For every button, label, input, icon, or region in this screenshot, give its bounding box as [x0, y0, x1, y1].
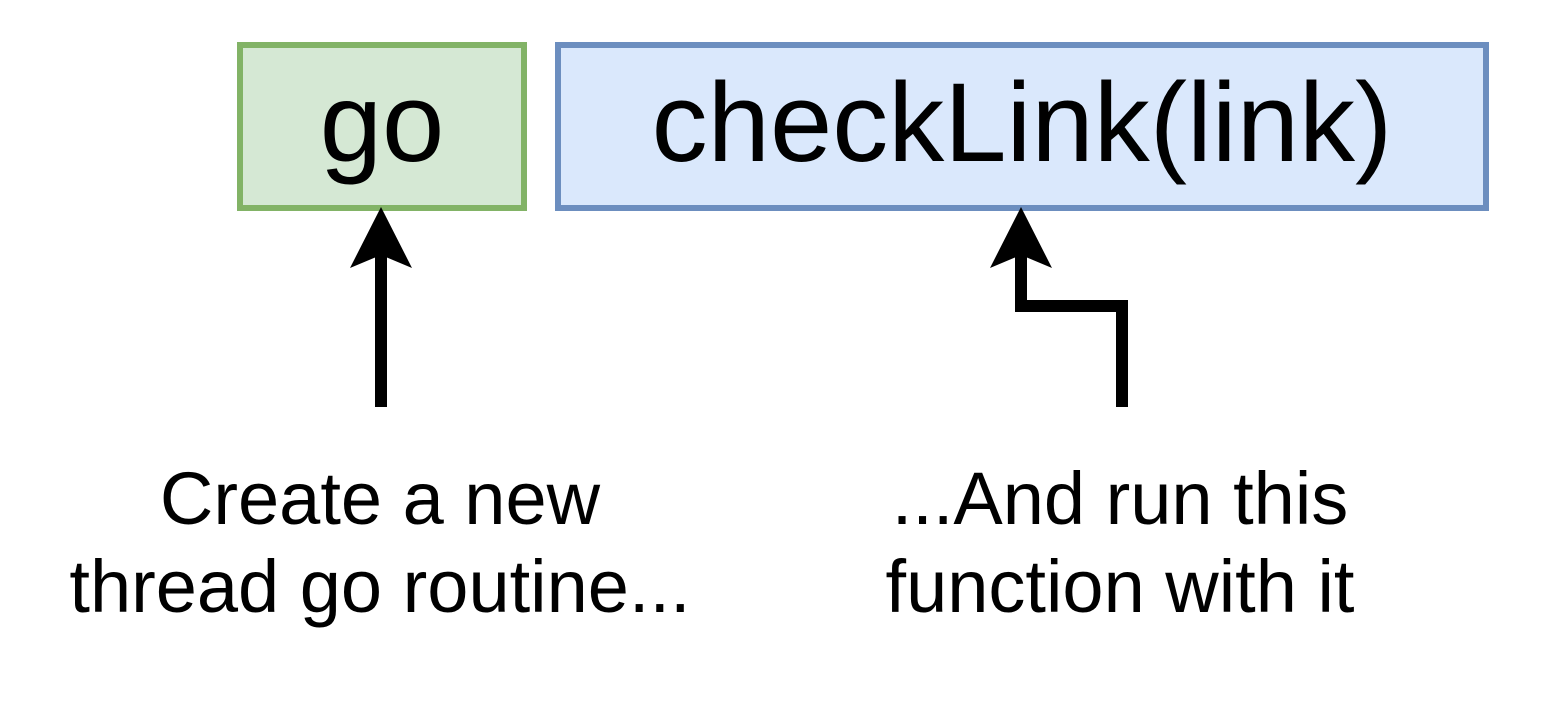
function-call-box: checkLink(link): [555, 42, 1489, 211]
go-caption-line-2: thread go routine...: [69, 545, 691, 628]
call-caption-line-2: function with it: [885, 545, 1355, 628]
go-arrow: [350, 207, 412, 407]
call-caption-line-1: ...And run this: [891, 457, 1349, 540]
call-caption: ...And run this function with it: [760, 455, 1480, 631]
call-arrow-head: [990, 207, 1052, 268]
call-arrow-shaft: [1015, 255, 1128, 407]
call-arrow: [990, 207, 1128, 407]
go-keyword-box: go: [237, 42, 527, 211]
go-caption-line-1: Create a new: [159, 457, 601, 540]
go-caption: Create a new thread go routine...: [20, 455, 740, 631]
go-arrow-head: [350, 207, 412, 268]
